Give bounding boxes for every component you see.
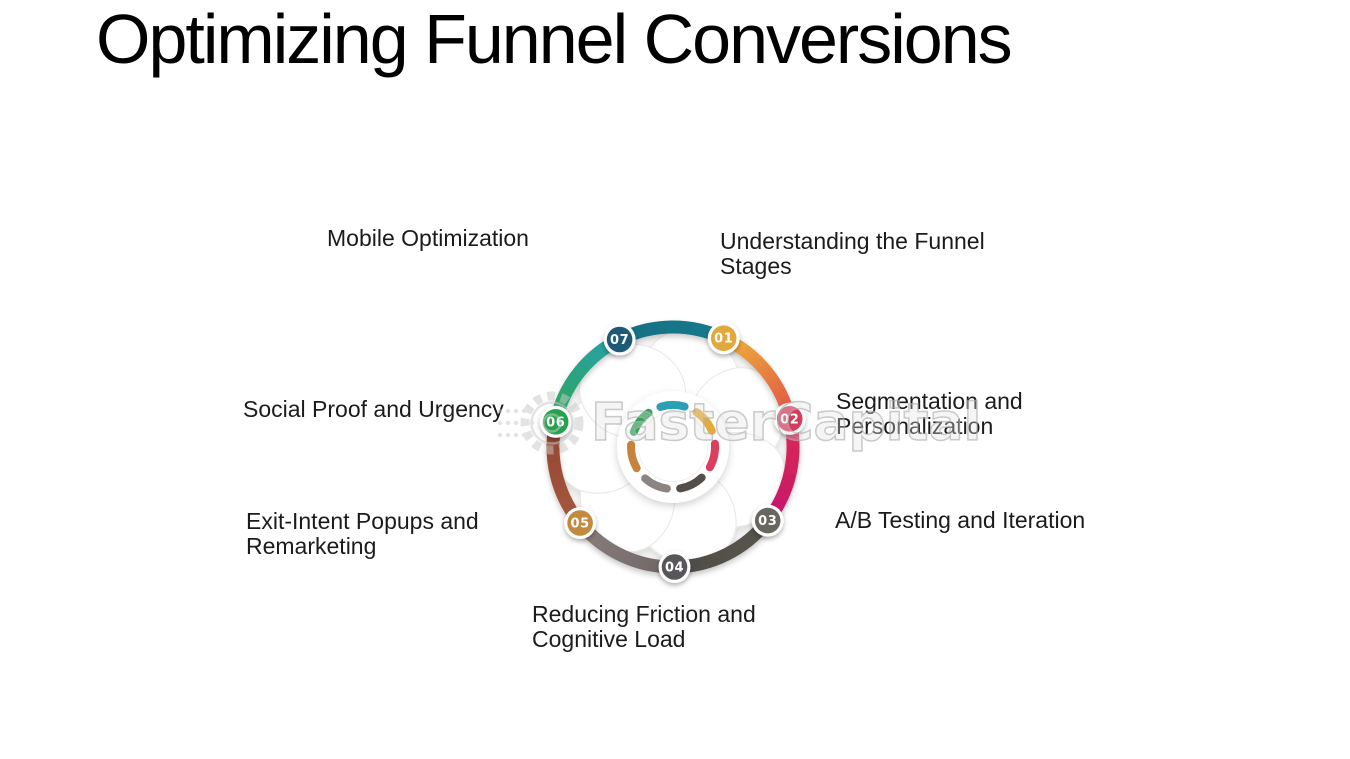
- inner-arc-03: [676, 473, 706, 493]
- step-badge-02: 02: [773, 402, 806, 435]
- step-label-07: Mobile Optimization: [327, 225, 529, 251]
- step-label-06: Social Proof and Urgency: [243, 396, 504, 422]
- inner-cycle-ring: [627, 401, 719, 493]
- inner-arc-02: [705, 439, 719, 472]
- inner-arc-06: [629, 408, 653, 436]
- step-label-01: Understanding the Funnel Stages: [720, 228, 985, 279]
- step-number-02: 02: [780, 412, 799, 427]
- step-label-02: Segmentation and Personalization: [836, 388, 1023, 439]
- center-hub: [638, 412, 708, 482]
- inner-arc-07: [656, 401, 689, 411]
- step-number-06: 06: [546, 415, 565, 430]
- step-label-03: A/B Testing and Iteration: [835, 507, 1086, 533]
- inner-arc-01: [692, 408, 716, 435]
- step-badge-03: 03: [751, 504, 784, 537]
- step-badge-04: 04: [658, 551, 691, 583]
- inner-arc-05: [627, 440, 641, 473]
- step-badge-05: 05: [564, 507, 597, 539]
- inner-arc-04: [641, 474, 671, 493]
- step-number-03: 03: [758, 514, 777, 529]
- step-number-01: 01: [714, 332, 733, 347]
- step-badge-06: 06: [539, 405, 572, 438]
- step-number-07: 07: [610, 333, 629, 348]
- page-title: Optimizing Funnel Conversions: [96, 0, 1013, 78]
- step-number-05: 05: [571, 517, 590, 532]
- step-label-04: Reducing Friction and Cognitive Load: [532, 601, 756, 652]
- cycle-wheel-svg: 01 02 03 04: [539, 318, 806, 583]
- step-label-05: Exit-Intent Popups and Remarketing: [246, 508, 479, 559]
- step-badge-01: 01: [707, 322, 740, 355]
- step-number-04: 04: [665, 561, 684, 576]
- step-badge-07: 07: [603, 323, 636, 356]
- funnel-cycle-diagram: 01 02 03 04: [508, 282, 838, 612]
